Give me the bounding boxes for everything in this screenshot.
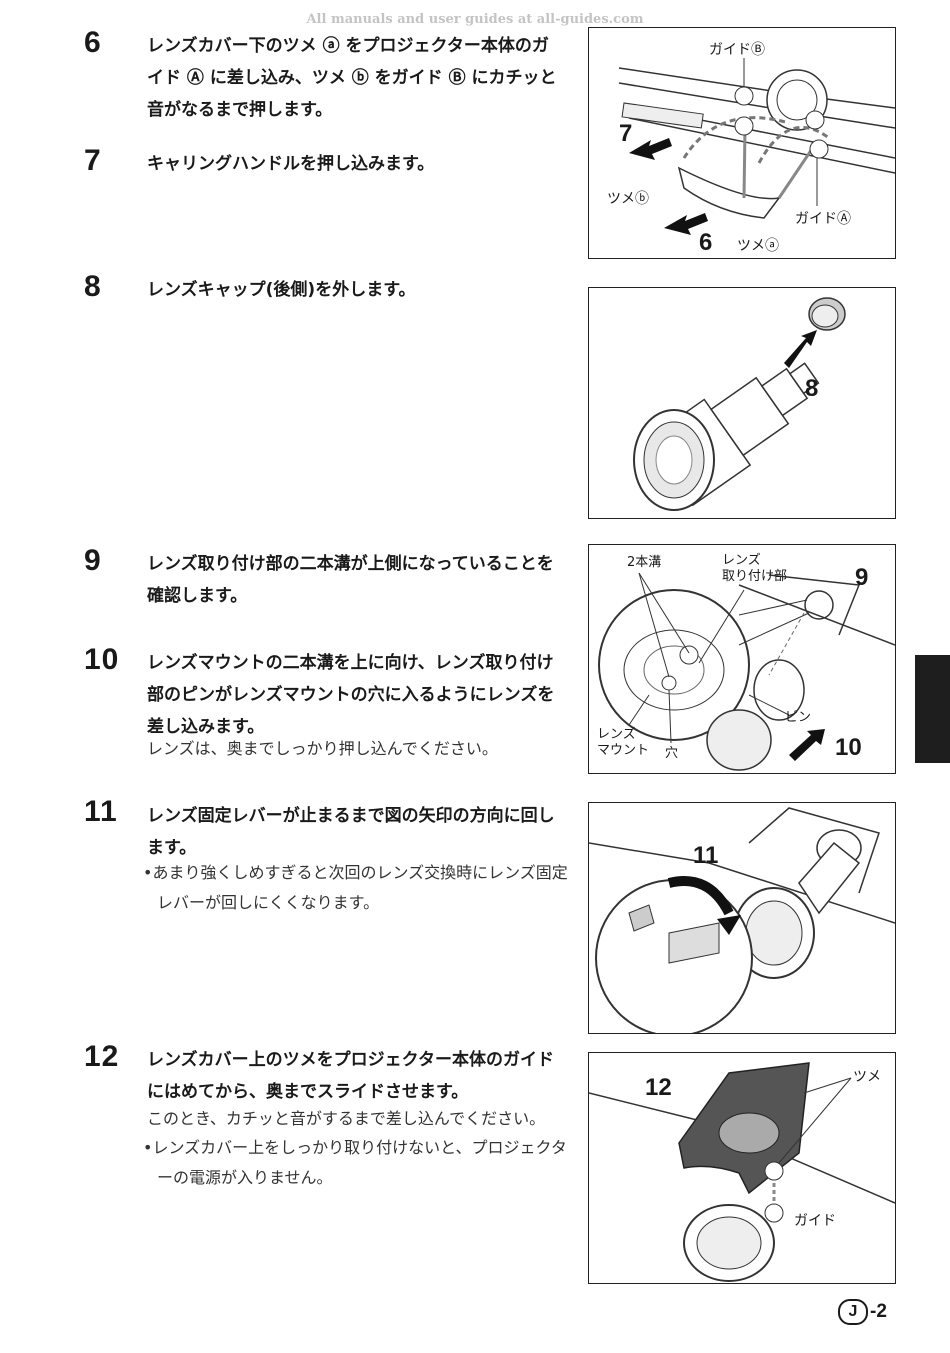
fig3-hole-label: 穴: [665, 746, 678, 761]
fig5-guide-label: ガイド: [794, 1213, 836, 1229]
fig3-num-10: 10: [835, 734, 862, 761]
figure-step-11: 11: [588, 802, 896, 1034]
figure-steps-9-10: 2本溝 レンズ 取り付け部 ピン レンズ マウント 穴 9 10: [588, 544, 896, 774]
fig1-guide-a-label: ガイドⒶ: [795, 211, 851, 227]
fig5-num-12: 12: [645, 1074, 672, 1101]
fig3-lens-mount-part-label-2: 取り付け部: [722, 569, 787, 584]
fig5-tsume-label: ツメ: [853, 1069, 881, 1085]
step-6-number: 6: [84, 26, 102, 59]
step-6-text: レンズカバー下のツメ ⓐ をプロジェクター本体のガイド Ⓐ に差し込み、ツメ ⓑ…: [147, 36, 557, 120]
step-7-number: 7: [84, 144, 102, 177]
step-10-text: レンズマウントの二本溝を上に向け、レンズ取り付け部のピンがレンズマウントの穴に入…: [147, 653, 555, 737]
step-12-text: レンズカバー上のツメをプロジェクター本体のガイドにはめてから、奥までスライドさせ…: [147, 1050, 554, 1102]
fig3-lens-mount-label-1: レンズ: [597, 726, 636, 742]
fig3-num-9: 9: [855, 564, 868, 591]
step-11-text: レンズ固定レバーが止まるまで図の矢印の方向に回します。: [147, 806, 555, 858]
figure-steps-6-7: 7 6 ガイドⒷ ガイドⒶ ツメⓑ ツメⓐ: [588, 27, 896, 259]
step-12-bullet: •レンズカバー上をしっかり取り付けないと、プロジェクターの電源が入りません。: [143, 1138, 567, 1187]
step-8-text: レンズキャップ(後側)を外します。: [147, 280, 416, 300]
step-11-number: 11: [84, 795, 118, 828]
watermark: All manuals and user guides at all-guide…: [306, 12, 644, 27]
section-tab: [915, 655, 950, 763]
step-11-bullet: •あまり強くしめすぎると次回のレンズ交換時にレンズ固定レバーが回しにくくなります…: [143, 863, 568, 912]
fig3-lens-mount-part-label-1: レンズ: [722, 552, 761, 568]
step-10-note: レンズは、奥までしっかり押し込んでください。: [147, 739, 498, 758]
step-7-text: キャリングハンドルを押し込みます。: [147, 154, 435, 174]
fig1-tsume-a-label: ツメⓐ: [737, 238, 779, 254]
step-9-text: レンズ取り付け部の二本溝が上側になっていることを確認します。: [147, 554, 554, 606]
fig3-lens-mount-label-2: マウント: [597, 743, 649, 758]
fig1-num-7: 7: [619, 120, 632, 147]
fig2-num-8: 8: [805, 375, 818, 402]
figure-step-12: 12 ツメ ガイド: [588, 1052, 896, 1284]
step-12-note: このとき、カチッと音がするまで差し込んでください。: [147, 1109, 546, 1128]
page-language-badge: J: [838, 1299, 868, 1325]
page-number: J -2: [838, 1299, 887, 1325]
fig3-two-grooves-label: 2本溝: [627, 555, 661, 570]
page-number-value: -2: [870, 1301, 887, 1322]
fig1-guide-b-label: ガイドⒷ: [709, 42, 765, 58]
step-12-number: 12: [84, 1040, 120, 1073]
step-10-number: 10: [84, 643, 120, 676]
step-8-number: 8: [84, 270, 102, 303]
fig4-num-11: 11: [693, 842, 718, 869]
fig1-num-6: 6: [699, 229, 712, 256]
fig1-tsume-b-label: ツメⓑ: [607, 191, 649, 207]
figure-step-8: 8: [588, 287, 896, 519]
fig3-pin-label: ピン: [785, 710, 811, 725]
step-9-number: 9: [84, 544, 102, 577]
